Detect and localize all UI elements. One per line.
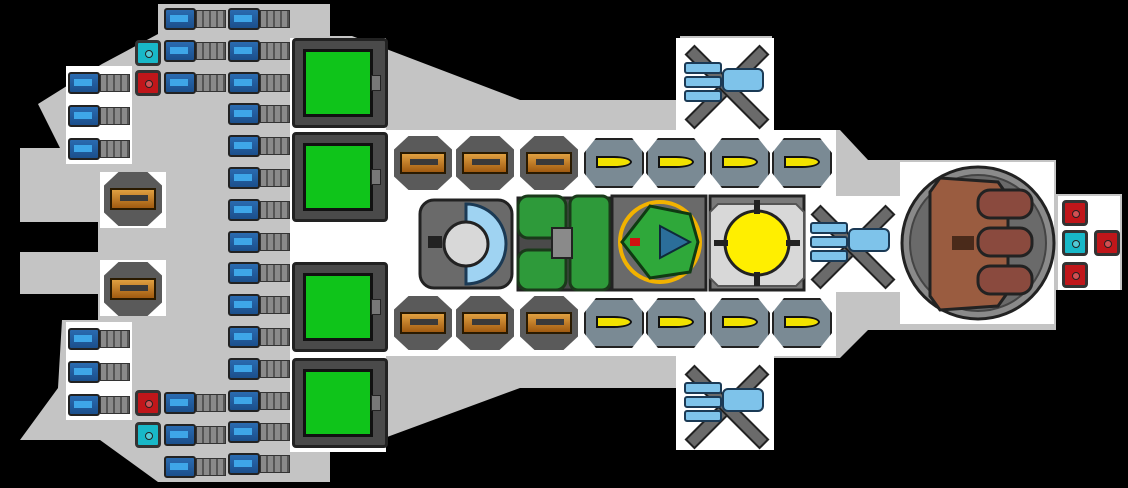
engine-thruster[interactable] xyxy=(520,136,578,190)
shield-capacitor[interactable] xyxy=(135,422,161,448)
flak-turret[interactable] xyxy=(680,40,770,130)
battery-cell[interactable] xyxy=(164,38,226,64)
battery-cell[interactable] xyxy=(164,390,226,416)
engine-thruster[interactable] xyxy=(394,296,452,350)
engine-thruster[interactable] xyxy=(520,296,578,350)
laser-gun[interactable] xyxy=(646,298,706,348)
fuel-tank[interactable] xyxy=(292,38,388,128)
laser-gun[interactable] xyxy=(584,138,644,188)
battery-cell[interactable] xyxy=(228,324,290,350)
battery-cell[interactable] xyxy=(164,454,226,480)
battery-cell[interactable] xyxy=(228,260,290,286)
battery-cell[interactable] xyxy=(228,356,290,382)
shield-capacitor[interactable] xyxy=(1062,230,1088,256)
battery-cell[interactable] xyxy=(164,70,226,96)
fuel-tank[interactable] xyxy=(292,358,388,448)
laser-gun[interactable] xyxy=(646,138,706,188)
laser-gun[interactable] xyxy=(772,138,832,188)
battery-cell[interactable] xyxy=(228,197,290,223)
battery-cell[interactable] xyxy=(228,229,290,255)
shield-capacitor[interactable] xyxy=(135,40,161,66)
side-thruster[interactable] xyxy=(104,172,162,226)
engine-thruster[interactable] xyxy=(456,296,514,350)
battery-cell[interactable] xyxy=(68,103,130,129)
battery-cell[interactable] xyxy=(228,451,290,477)
battery-cell[interactable] xyxy=(228,419,290,445)
laser-gun[interactable] xyxy=(584,298,644,348)
weapon-capacitor[interactable] xyxy=(1094,230,1120,256)
battery-cell[interactable] xyxy=(228,6,290,32)
battery-cell[interactable] xyxy=(68,392,130,418)
battery-cell[interactable] xyxy=(68,70,130,96)
engine-thruster[interactable] xyxy=(394,136,452,190)
fuel-tank[interactable] xyxy=(292,262,388,352)
weapon-capacitor[interactable] xyxy=(135,70,161,96)
battery-cell[interactable] xyxy=(228,388,290,414)
battery-cell[interactable] xyxy=(228,292,290,318)
fuel-tank[interactable] xyxy=(292,132,388,222)
flak-turret[interactable] xyxy=(680,360,770,450)
battery-cell[interactable] xyxy=(228,101,290,127)
battery-cell[interactable] xyxy=(68,136,130,162)
battery-cell[interactable] xyxy=(68,359,130,385)
flak-turret[interactable] xyxy=(806,200,896,290)
laser-gun[interactable] xyxy=(772,298,832,348)
battery-cell[interactable] xyxy=(228,38,290,64)
battery-cell[interactable] xyxy=(228,70,290,96)
battery-cell[interactable] xyxy=(228,133,290,159)
battery-cell[interactable] xyxy=(164,6,226,32)
battery-cell[interactable] xyxy=(228,165,290,191)
battery-cell[interactable] xyxy=(68,326,130,352)
laser-gun[interactable] xyxy=(710,138,770,188)
battery-cell[interactable] xyxy=(164,422,226,448)
engine-thruster[interactable] xyxy=(456,136,514,190)
weapon-capacitor[interactable] xyxy=(135,390,161,416)
laser-gun[interactable] xyxy=(710,298,770,348)
weapon-capacitor[interactable] xyxy=(1062,200,1088,226)
side-thruster[interactable] xyxy=(104,262,162,316)
weapon-capacitor[interactable] xyxy=(1062,262,1088,288)
